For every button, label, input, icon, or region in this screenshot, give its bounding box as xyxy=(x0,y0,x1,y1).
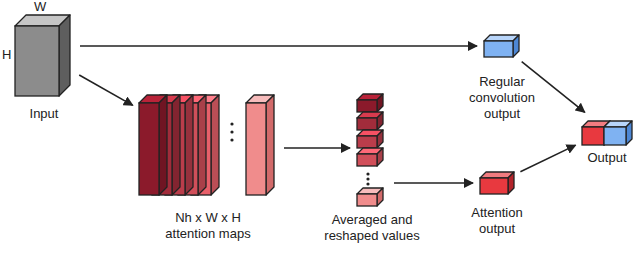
cuboid-front xyxy=(15,26,59,96)
cuboid-side xyxy=(513,35,519,57)
value-cube xyxy=(357,188,383,206)
cuboid-front xyxy=(357,100,377,112)
cuboid-side xyxy=(211,95,219,195)
value-cube xyxy=(357,148,383,166)
node-shape xyxy=(483,34,521,58)
attention-map-slab xyxy=(139,95,167,195)
cuboid-side xyxy=(377,130,383,148)
input-tensor xyxy=(15,15,70,96)
node-shape xyxy=(14,14,74,96)
dimension-label: H xyxy=(2,48,11,62)
ellipsis-dot xyxy=(366,182,369,185)
flow-arrow xyxy=(520,145,575,172)
cuboid-front xyxy=(484,41,513,57)
node-shape xyxy=(479,171,515,195)
ellipsis-dot xyxy=(230,130,233,133)
ellipsis-dot xyxy=(230,138,233,141)
cuboid-front xyxy=(139,103,159,195)
value-cube xyxy=(357,112,383,130)
cuboid-front xyxy=(604,127,626,145)
output-node: Output xyxy=(577,116,637,166)
ellipsis-dot xyxy=(230,122,233,125)
value-cube xyxy=(357,94,383,112)
output-conv-part xyxy=(604,121,632,145)
cuboid-front xyxy=(357,194,377,206)
cuboid-front xyxy=(357,154,377,166)
node-shape xyxy=(356,94,388,206)
cuboid-front xyxy=(357,136,377,148)
cuboid-side xyxy=(59,15,70,96)
attention-map-slab xyxy=(246,95,274,195)
node-label: Attention output xyxy=(462,205,532,237)
node-label: Input xyxy=(9,106,79,122)
node-label: Averaged and reshaped values xyxy=(320,212,424,244)
attention-output-node: Attention output xyxy=(462,171,532,237)
cuboid-front xyxy=(582,127,604,145)
node-shape xyxy=(138,94,278,202)
attention-output-tensor xyxy=(480,172,514,194)
value-cube xyxy=(357,130,383,148)
cuboid-side xyxy=(159,95,167,195)
cuboid-side xyxy=(626,121,632,145)
flow-arrow xyxy=(80,45,477,47)
cuboid-side xyxy=(508,172,514,194)
cuboid-side xyxy=(377,188,383,206)
cuboid-front xyxy=(246,103,266,195)
cuboid-side xyxy=(377,112,383,130)
ellipsis-dot xyxy=(366,172,369,175)
node-label: Nh x W x H attention maps xyxy=(153,210,263,242)
cuboid-front xyxy=(480,178,508,194)
attention-maps-node: Nh x W x H attention maps xyxy=(138,94,278,242)
node-shape xyxy=(581,116,633,144)
values-node: Averaged and reshaped values xyxy=(320,94,424,244)
flow-arrow xyxy=(284,147,350,149)
cuboid-side xyxy=(377,94,383,112)
cuboid-side xyxy=(198,95,206,195)
flow-arrow xyxy=(79,75,133,105)
cuboid-side xyxy=(185,95,193,195)
conv-output-tensor xyxy=(484,35,519,57)
cuboid-front xyxy=(357,118,377,130)
conv-output-node: Regular convolution output xyxy=(457,34,547,122)
input-node: Input xyxy=(9,14,79,122)
cuboid-side xyxy=(172,95,180,195)
node-label: Output xyxy=(577,150,637,166)
ellipsis-dot xyxy=(366,177,369,180)
dimension-label: W xyxy=(34,0,46,14)
cuboid-side xyxy=(377,148,383,166)
cuboid-side xyxy=(266,95,274,195)
node-label: Regular convolution output xyxy=(457,74,547,122)
flow-arrow xyxy=(394,182,473,184)
